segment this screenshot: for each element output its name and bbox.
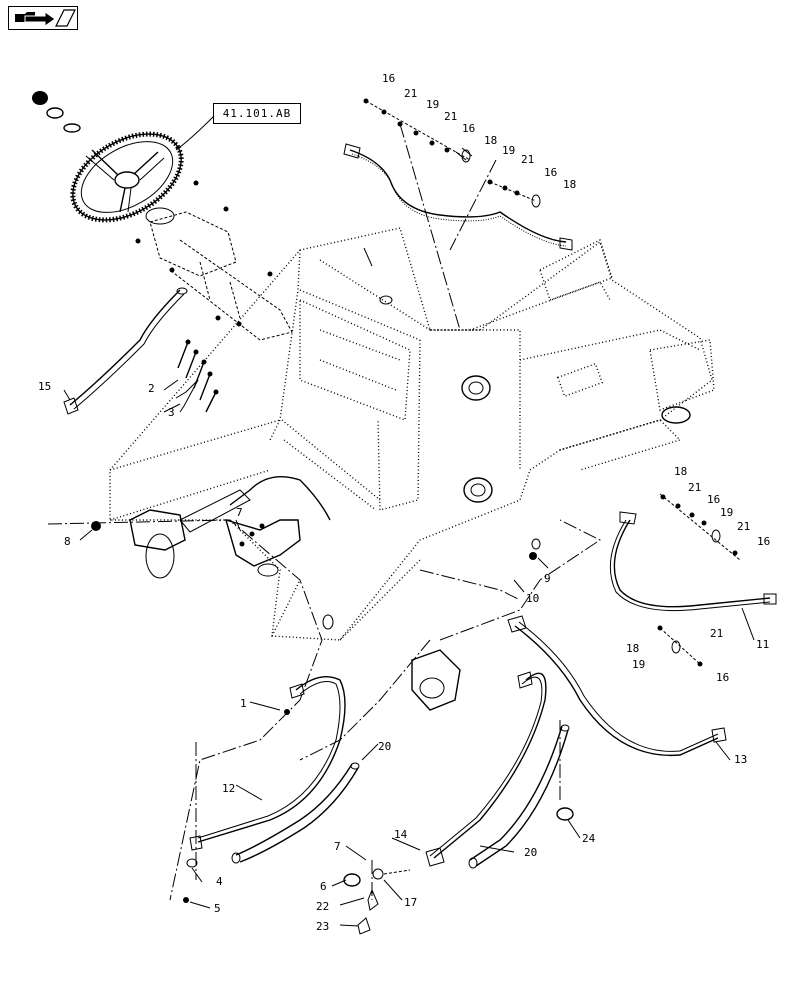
callout-23: 23 (316, 920, 329, 933)
center-valve-assembly (91, 476, 537, 711)
upper-hose-assembly (343, 98, 573, 331)
callout-19: 19 (426, 98, 439, 111)
callout-11: 11 (756, 638, 769, 651)
callout-7: 7 (236, 506, 243, 519)
navigation-button[interactable] (8, 6, 78, 30)
hose-15 (63, 287, 188, 415)
callout-21: 21 (688, 481, 701, 494)
callout-8: 8 (64, 535, 71, 548)
callout-16: 16 (462, 122, 475, 135)
callout-18: 18 (484, 134, 497, 147)
bolt-set-2-3 (175, 339, 219, 413)
callout-18: 18 (626, 642, 639, 655)
callout-20: 20 (524, 846, 537, 859)
hose-14-20-right (343, 671, 574, 935)
callout-19: 19 (632, 658, 645, 671)
callout-14: 14 (394, 828, 408, 841)
callout-17: 17 (404, 896, 417, 909)
book-arrow-icon (15, 9, 76, 27)
callout-10: 10 (526, 592, 539, 605)
callout-16: 16 (544, 166, 557, 179)
callout-20: 20 (378, 740, 391, 753)
reference-link-box[interactable]: 41.101.AB (213, 103, 301, 124)
callout-21: 21 (404, 87, 417, 100)
callout-1: 1 (240, 697, 247, 710)
callout-7: 7 (334, 840, 341, 853)
callout-24: 24 (582, 832, 596, 845)
callout-numbers: 16 21 19 21 16 18 19 21 16 18 2 3 15 8 7… (38, 72, 770, 933)
callout-13: 13 (734, 753, 747, 766)
callout-19: 19 (720, 506, 733, 519)
callout-6: 6 (320, 880, 327, 893)
callout-2: 2 (148, 382, 155, 395)
callout-16: 16 (382, 72, 395, 85)
steering-column (135, 180, 293, 341)
callout-5: 5 (214, 902, 221, 915)
callout-19: 19 (502, 144, 515, 157)
callout-16: 16 (707, 493, 720, 506)
hose-11 (609, 493, 777, 667)
hose-13 (507, 615, 727, 757)
callout-4: 4 (216, 875, 223, 888)
callout-21: 21 (710, 627, 723, 640)
callout-22: 22 (316, 900, 329, 913)
callout-18: 18 (674, 465, 687, 478)
hose-12-20-left (183, 676, 360, 903)
callout-21: 21 (737, 520, 750, 533)
callout-3: 3 (168, 406, 175, 419)
callout-12: 12 (222, 782, 235, 795)
callout-16: 16 (757, 535, 770, 548)
callout-21: 21 (521, 153, 534, 166)
callout-16: 16 (716, 671, 729, 684)
steering-wheel (32, 91, 215, 223)
callout-15: 15 (38, 380, 51, 393)
loader-frame (109, 227, 715, 641)
callout-leaders (63, 247, 755, 927)
assembly-chain-lines (47, 519, 601, 901)
callout-9: 9 (544, 572, 551, 585)
callout-18: 18 (563, 178, 576, 191)
callout-21: 21 (444, 110, 457, 123)
